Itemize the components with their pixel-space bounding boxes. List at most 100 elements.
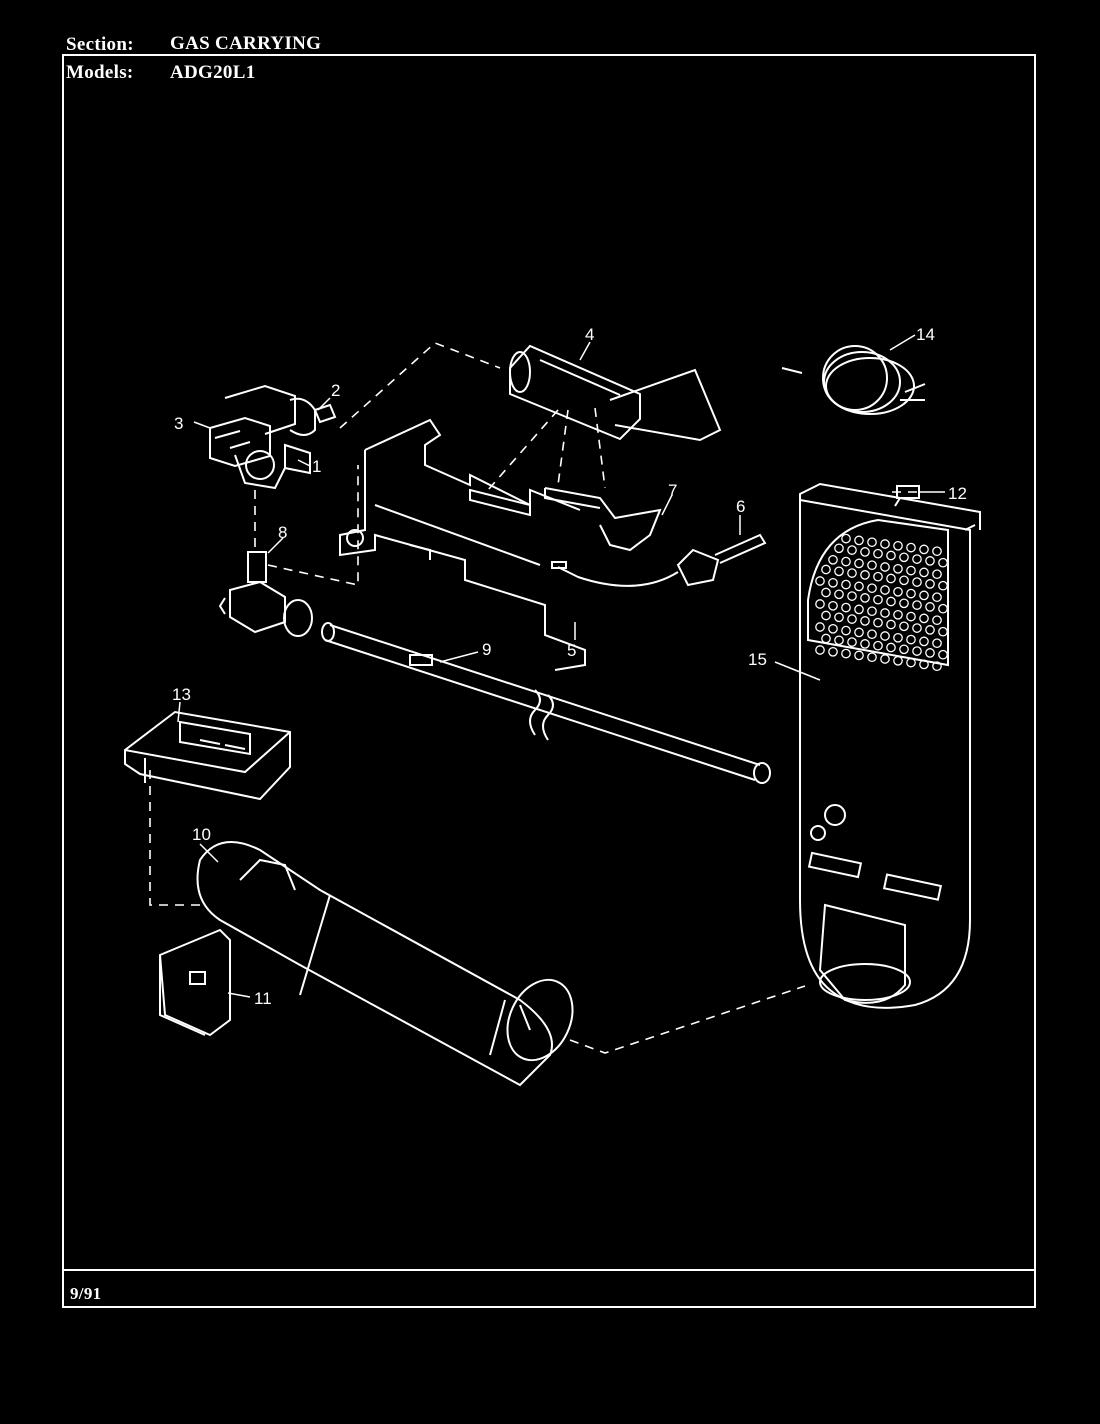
- vent-hole: [834, 635, 844, 646]
- vent-hole: [912, 600, 922, 610]
- vent-hole: [815, 599, 825, 609]
- vent-hole: [919, 590, 929, 601]
- vent-hole: [938, 603, 948, 614]
- vent-hole: [847, 614, 857, 624]
- housing-vent-holes: [815, 533, 948, 672]
- vent-hole: [886, 619, 896, 630]
- vent-hole: [860, 616, 870, 626]
- vent-hole: [925, 579, 935, 589]
- footer-date: 9/91: [70, 1284, 102, 1303]
- vent-hole: [854, 604, 864, 615]
- vent-hole: [815, 645, 825, 655]
- vent-hole: [912, 646, 922, 656]
- vent-hole: [906, 634, 916, 645]
- vent-hole: [893, 632, 903, 643]
- vent-hole: [932, 638, 942, 649]
- vent-hole: [906, 542, 916, 553]
- vent-hole: [919, 636, 929, 647]
- callout-10: 10: [192, 825, 211, 844]
- combustion-tube-part: [196, 841, 574, 1087]
- vent-hole: [899, 621, 909, 632]
- vent-hole: [899, 552, 909, 563]
- vent-hole: [815, 576, 825, 586]
- gas-valve-part: [209, 384, 337, 490]
- vent-hole: [841, 579, 851, 590]
- vent-hole: [847, 591, 857, 601]
- vent-hole: [880, 539, 890, 549]
- bracket-plate-part: [339, 418, 586, 671]
- vent-hole: [886, 550, 896, 561]
- vent-hole: [893, 609, 903, 620]
- vent-hole: [906, 611, 916, 622]
- vent-hole: [867, 652, 877, 663]
- vent-hole: [893, 586, 903, 597]
- vent-hole: [912, 623, 922, 633]
- vent-hole: [906, 657, 916, 668]
- models-label: Models:: [66, 62, 134, 83]
- vent-hole: [938, 557, 948, 568]
- vent-hole: [834, 589, 844, 600]
- vent-hole: [841, 625, 851, 636]
- bracket-clip-part: [544, 487, 662, 552]
- vent-hole: [847, 545, 857, 555]
- vent-hole: [860, 593, 870, 603]
- vent-hole: [906, 588, 916, 599]
- vent-hole: [867, 537, 877, 548]
- diagram-frame: [62, 54, 1036, 1308]
- vent-hole: [834, 566, 844, 577]
- vent-hole: [880, 562, 890, 572]
- vent-hole: [880, 631, 890, 641]
- vent-hole: [847, 637, 857, 647]
- callout-8: 8: [278, 523, 287, 542]
- igniter-part: [551, 533, 767, 587]
- heater-housing-part: [799, 482, 981, 1009]
- burner-mount-part: [124, 710, 291, 801]
- assembly-guide-lines: [149, 342, 922, 1054]
- vent-hole: [821, 564, 831, 575]
- vent-hole: [880, 608, 890, 618]
- callout-4: 4: [585, 325, 594, 344]
- vent-hole: [854, 558, 864, 569]
- vent-hole: [873, 571, 883, 582]
- gas-tube-part: [321, 622, 771, 784]
- vent-hole: [880, 654, 890, 664]
- vent-hole: [834, 612, 844, 623]
- vent-hole: [919, 659, 929, 670]
- vent-hole: [899, 598, 909, 609]
- callout-2: 2: [331, 381, 340, 400]
- vent-hole: [821, 587, 831, 598]
- vent-hole: [860, 547, 870, 557]
- section-label: Section:: [66, 34, 134, 55]
- callout-11: 11: [254, 989, 272, 1008]
- vent-hole: [893, 655, 903, 666]
- vent-hole: [932, 546, 942, 557]
- vent-hole: [932, 615, 942, 626]
- callout-3: 3: [174, 414, 183, 433]
- leader-lines: [177, 334, 945, 998]
- vent-hole: [919, 544, 929, 555]
- vent-hole: [867, 560, 877, 571]
- vent-hole: [841, 648, 851, 659]
- vent-hole: [867, 583, 877, 594]
- vent-hole: [841, 602, 851, 613]
- callout-9: 9: [482, 640, 491, 659]
- vent-hole: [867, 606, 877, 617]
- vent-hole: [873, 617, 883, 628]
- vent-hole: [919, 567, 929, 578]
- vent-hole: [886, 596, 896, 607]
- vent-hole: [867, 629, 877, 640]
- vent-hole: [854, 650, 864, 661]
- vent-hole: [899, 644, 909, 655]
- section-value: GAS CARRYING: [170, 33, 322, 54]
- support-bracket-part: [158, 928, 231, 1037]
- vent-hole: [821, 633, 831, 644]
- clip-part: [894, 485, 920, 507]
- vent-hole: [938, 626, 948, 637]
- vent-hole: [938, 649, 948, 660]
- vent-hole: [815, 622, 825, 632]
- wiring-harness-part: [781, 345, 926, 415]
- vent-hole: [854, 627, 864, 638]
- vent-hole: [886, 573, 896, 584]
- callout-5: 5: [567, 641, 576, 660]
